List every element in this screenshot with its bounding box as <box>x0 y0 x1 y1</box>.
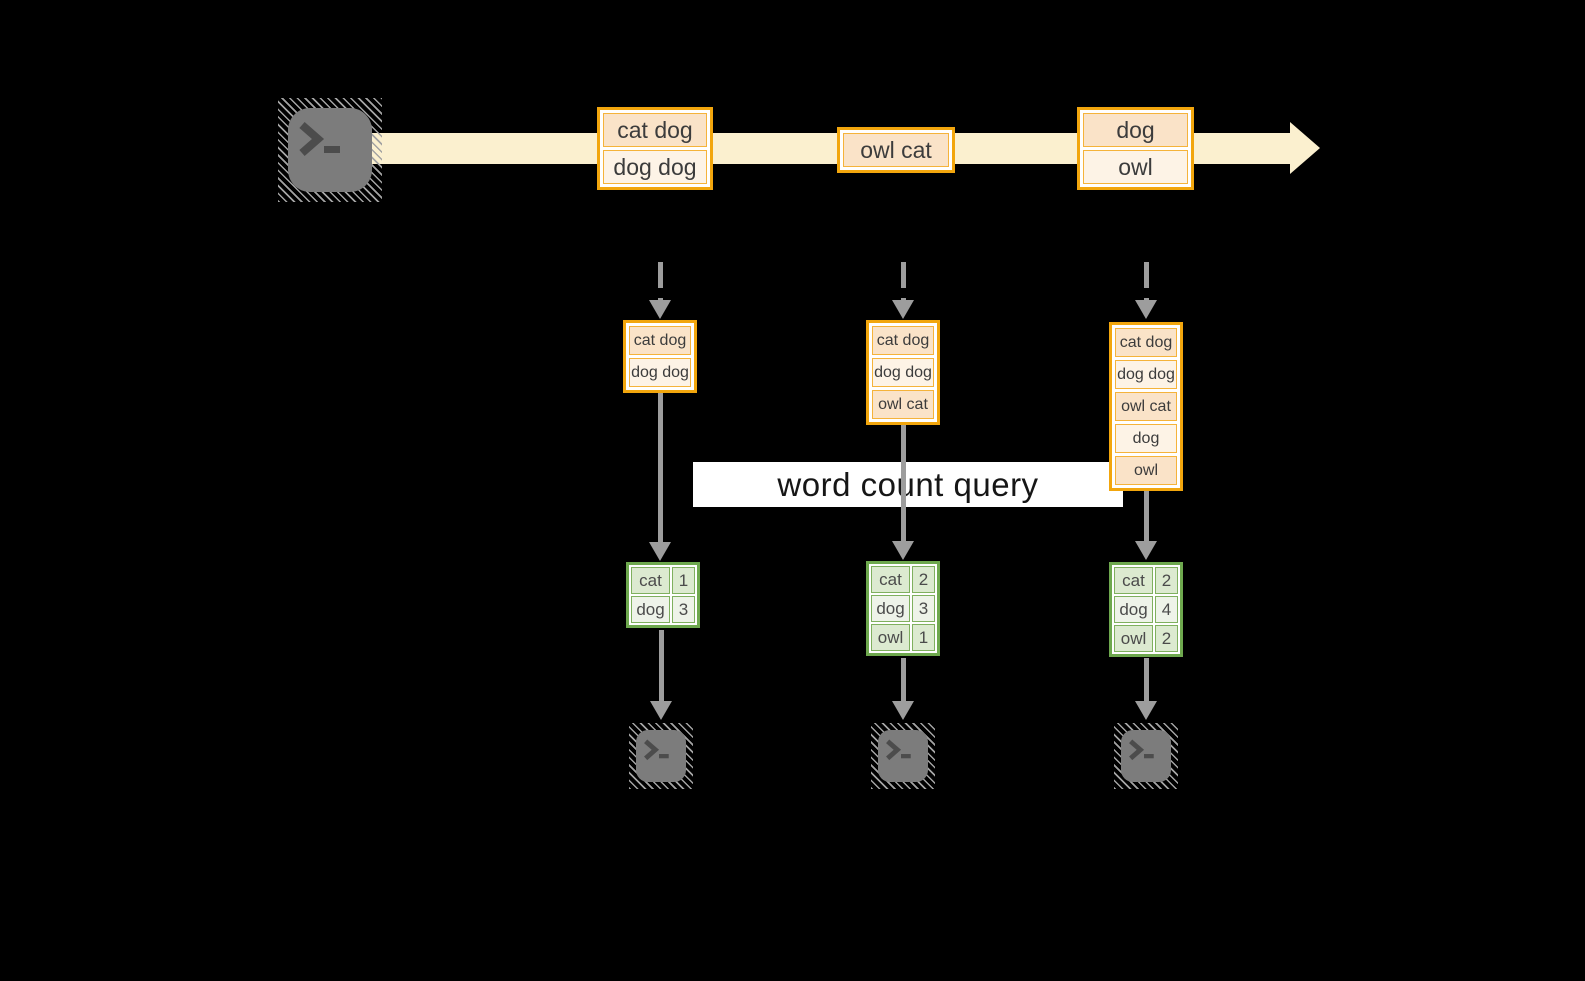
state-record: dog <box>1115 424 1177 453</box>
state-record: owl cat <box>872 390 934 419</box>
arrow-head <box>650 701 672 720</box>
result-table: cat 2 dog 4 owl 2 <box>1109 562 1183 657</box>
prompt-glyph-icon <box>886 739 911 761</box>
stream-record-box: cat dog dog dog <box>597 107 713 190</box>
state-record: cat dog <box>629 326 691 355</box>
arrow-shaft <box>658 630 664 701</box>
ingest-dashed-arrow-icon <box>892 262 914 319</box>
terminal-screen <box>636 730 686 782</box>
stream-record: cat dog <box>603 113 707 147</box>
result-table: cat 2 dog 3 owl 1 <box>866 561 940 656</box>
source-terminal-icon <box>278 98 382 202</box>
result-count-cell: 3 <box>672 596 695 623</box>
arrow-shaft <box>657 389 663 542</box>
result-count-cell: 4 <box>1155 596 1178 623</box>
result-row: owl 1 <box>871 624 935 651</box>
arrow-shaft <box>900 420 906 541</box>
result-word-cell: cat <box>871 566 910 593</box>
arrow-head <box>892 701 914 720</box>
state-record: dog dog <box>629 358 691 387</box>
sink-terminal-icon <box>629 723 693 789</box>
stream-record: owl cat <box>843 133 949 167</box>
terminal-screen <box>878 730 928 782</box>
query-arrow-icon <box>649 389 671 561</box>
result-word-cell: cat <box>631 567 670 594</box>
prompt-glyph-icon <box>299 121 340 157</box>
query-arrow-icon <box>892 420 914 560</box>
result-count-cell: 3 <box>912 595 935 622</box>
emit-arrow-icon <box>1135 658 1157 720</box>
result-count-cell: 1 <box>912 624 935 651</box>
state-log-box: cat dog dog dog owl cat dog owl <box>1109 322 1183 491</box>
terminal-screen <box>288 108 372 192</box>
stream-record: dog dog <box>603 150 707 184</box>
result-row: owl 2 <box>1114 625 1178 652</box>
state-record: cat dog <box>1115 328 1177 357</box>
prompt-glyph-icon <box>1129 739 1154 761</box>
query-arrow-icon <box>1135 483 1157 560</box>
result-count-cell: 2 <box>1155 625 1178 652</box>
emit-arrow-icon <box>650 630 672 720</box>
sink-terminal-icon <box>1114 723 1178 789</box>
result-row: cat 1 <box>631 567 695 594</box>
result-word-cell: dog <box>1114 596 1153 623</box>
arrow-shaft <box>900 658 906 701</box>
arrow-shaft <box>657 262 663 300</box>
arrow-head <box>892 541 914 560</box>
stream-record-box: owl cat <box>837 127 955 173</box>
query-label: word count query <box>693 462 1123 507</box>
result-count-cell: 2 <box>912 566 935 593</box>
state-record: cat dog <box>872 326 934 355</box>
state-record: owl <box>1115 456 1177 485</box>
state-log-box: cat dog dog dog owl cat <box>866 320 940 425</box>
result-word-cell: dog <box>631 596 670 623</box>
result-word-cell: owl <box>871 624 910 651</box>
result-word-cell: owl <box>1114 625 1153 652</box>
stream-record: dog <box>1083 113 1188 147</box>
result-row: dog 4 <box>1114 596 1178 623</box>
arrow-head <box>1135 300 1157 319</box>
result-row: dog 3 <box>631 596 695 623</box>
ingest-dashed-arrow-icon <box>1135 262 1157 319</box>
result-count-cell: 1 <box>672 567 695 594</box>
state-record: owl cat <box>1115 392 1177 421</box>
arrow-shaft <box>1143 658 1149 701</box>
result-count-cell: 2 <box>1155 567 1178 594</box>
result-row: cat 2 <box>871 566 935 593</box>
state-record: dog dog <box>1115 360 1177 389</box>
terminal-screen <box>1121 730 1171 782</box>
result-row: dog 3 <box>871 595 935 622</box>
result-row: cat 2 <box>1114 567 1178 594</box>
sink-terminal-icon <box>871 723 935 789</box>
state-record: dog dog <box>872 358 934 387</box>
stream-band-arrowhead-icon <box>1290 122 1320 174</box>
result-word-cell: dog <box>871 595 910 622</box>
ingest-dashed-arrow-icon <box>649 262 671 319</box>
result-word-cell: cat <box>1114 567 1153 594</box>
emit-arrow-icon <box>892 658 914 720</box>
arrow-head <box>892 300 914 319</box>
arrow-head <box>1135 541 1157 560</box>
arrow-head <box>649 300 671 319</box>
stream-record: owl <box>1083 150 1188 184</box>
result-table: cat 1 dog 3 <box>626 562 700 628</box>
arrow-shaft <box>900 262 906 300</box>
arrow-shaft <box>1143 483 1149 541</box>
stream-record-box: dog owl <box>1077 107 1194 190</box>
state-log-box: cat dog dog dog <box>623 320 697 393</box>
prompt-glyph-icon <box>644 739 669 761</box>
arrow-head <box>649 542 671 561</box>
arrow-head <box>1135 701 1157 720</box>
arrow-shaft <box>1143 262 1149 300</box>
